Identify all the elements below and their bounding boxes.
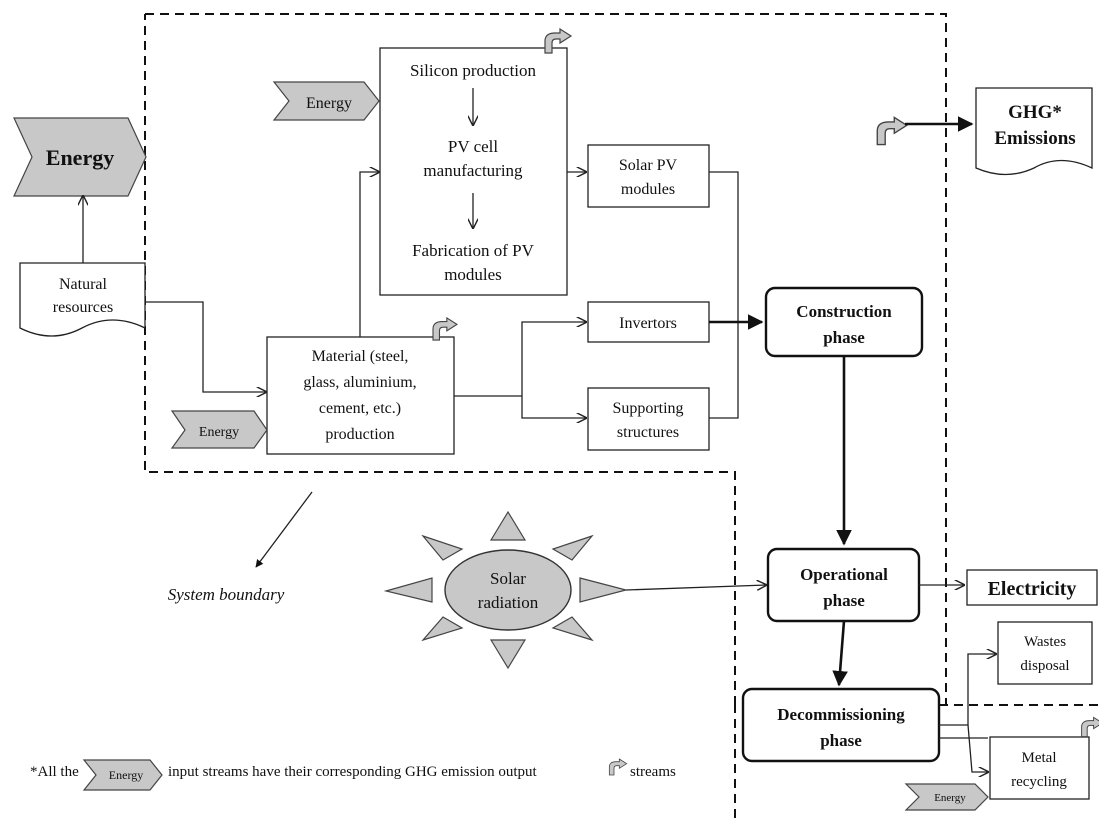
sun-ray-right xyxy=(579,577,629,603)
footnote-energy-label: Energy xyxy=(109,768,143,782)
sun-ray-bottom-left xyxy=(421,616,464,642)
decommissioning-line1: Decommissioning xyxy=(777,705,905,724)
energy-input-metal: Energy xyxy=(904,783,989,811)
arrow-to-metal xyxy=(967,724,988,772)
metal-recycling-box: Metal recycling xyxy=(989,736,1090,800)
line-pv-to-construction xyxy=(709,171,739,322)
system-boundary-line xyxy=(144,13,1099,823)
supporting-structures-box: Supporting structures xyxy=(587,387,710,451)
energy-input-silicon: Energy xyxy=(272,81,380,121)
system-boundary-label: System boundary xyxy=(168,585,285,604)
silicon-production-box: Silicon production PV cell manufacturing… xyxy=(379,47,568,296)
ghg-line1: GHG* xyxy=(1008,102,1062,123)
line-supporting-to-construction xyxy=(709,322,739,419)
solar-line1: Solar xyxy=(490,569,526,588)
fabrication-line1: Fabrication of PV xyxy=(412,241,535,260)
sun-ray-bottom xyxy=(489,639,527,670)
material-line4: production xyxy=(325,426,394,443)
invertors-label: Invertors xyxy=(619,315,677,332)
construction-line1: Construction xyxy=(796,302,892,321)
arrow-system-boundary xyxy=(255,491,313,568)
material-production-box: Material (steel, glass, aluminium, cemen… xyxy=(266,336,455,455)
arrow-material-to-invertors xyxy=(521,322,586,396)
decommissioning-line2: phase xyxy=(820,731,862,750)
operational-phase-box: Operational phase xyxy=(766,547,921,623)
arrow-solar-to-operational xyxy=(625,585,766,591)
ghg-output-icon-metal xyxy=(1081,716,1099,738)
solar-pv-line1: Solar PV xyxy=(619,157,678,174)
footnote-middle: input streams have their corresponding G… xyxy=(168,764,538,780)
fabrication-line2: modules xyxy=(444,265,502,284)
construction-phase-box: Construction phase xyxy=(764,286,924,358)
decommissioning-phase-box: Decommissioning phase xyxy=(741,687,941,763)
operational-line1: Operational xyxy=(800,565,888,584)
arrow-operational-to-decommissioning xyxy=(832,620,848,687)
energy-silicon-label: Energy xyxy=(306,95,352,112)
material-line2: glass, aluminium, xyxy=(303,374,416,391)
silicon-production-label: Silicon production xyxy=(410,61,537,80)
construction-line2: phase xyxy=(823,328,865,347)
wastes-line1: Wastes xyxy=(1024,634,1066,650)
metal-line2: recycling xyxy=(1011,774,1067,790)
energy-input-material: Energy xyxy=(170,410,268,449)
energy-main-label: Energy xyxy=(46,145,114,170)
footnote-prefix: *All the xyxy=(30,764,79,780)
supporting-line2: structures xyxy=(617,424,679,441)
sun-ray-top-left xyxy=(421,534,464,561)
arrow-material-to-silicon xyxy=(359,172,379,337)
solar-line2: radiation xyxy=(478,593,539,612)
ghg-line2: Emissions xyxy=(994,128,1075,149)
electricity-label: Electricity xyxy=(988,578,1077,600)
footnote-ghg-icon xyxy=(608,758,628,776)
natural-resources-line2: resources xyxy=(53,299,113,316)
energy-metal-label: Energy xyxy=(934,792,966,804)
wastes-disposal-box: Wastes disposal xyxy=(997,621,1093,685)
solar-radiation-sun: Solar radiation xyxy=(383,510,629,670)
arrow-material-to-supporting xyxy=(521,396,586,418)
supporting-line1: Supporting xyxy=(612,400,683,417)
footnote-energy-chevron xyxy=(82,759,163,791)
sun-body xyxy=(444,549,572,631)
sun-ray-left xyxy=(383,577,433,603)
sun-ray-top xyxy=(489,510,527,541)
operational-line2: phase xyxy=(823,591,865,610)
pv-cell-line2: manufacturing xyxy=(423,161,523,180)
electricity-box: Electricity xyxy=(966,569,1098,606)
material-line1: Material (steel, xyxy=(312,348,409,365)
metal-line1: Metal xyxy=(1022,750,1057,766)
solar-pv-modules-box: Solar PV modules xyxy=(587,144,710,208)
arrow-resources-to-material xyxy=(145,301,266,392)
energy-material-label: Energy xyxy=(199,425,239,440)
natural-resources-line1: Natural xyxy=(59,276,108,293)
ghg-output-icon-main xyxy=(876,116,908,146)
solar-pv-line2: modules xyxy=(621,181,675,198)
ghg-emissions-box: GHG* Emissions xyxy=(975,87,1093,176)
arrow-to-wastes xyxy=(939,654,996,726)
sun-ray-top-right xyxy=(551,534,594,561)
sun-ray-bottom-right xyxy=(551,616,594,642)
invertors-box: Invertors xyxy=(587,301,710,343)
footnote-suffix: streams xyxy=(630,764,676,780)
energy-input-main: Energy xyxy=(13,117,147,197)
footnote: *All the Energy input streams have their… xyxy=(30,758,676,791)
material-line3: cement, etc.) xyxy=(319,400,401,417)
pv-cell-line1: PV cell xyxy=(448,137,498,156)
wastes-line2: disposal xyxy=(1020,658,1069,674)
natural-resources-node: Natural resources xyxy=(19,262,146,337)
